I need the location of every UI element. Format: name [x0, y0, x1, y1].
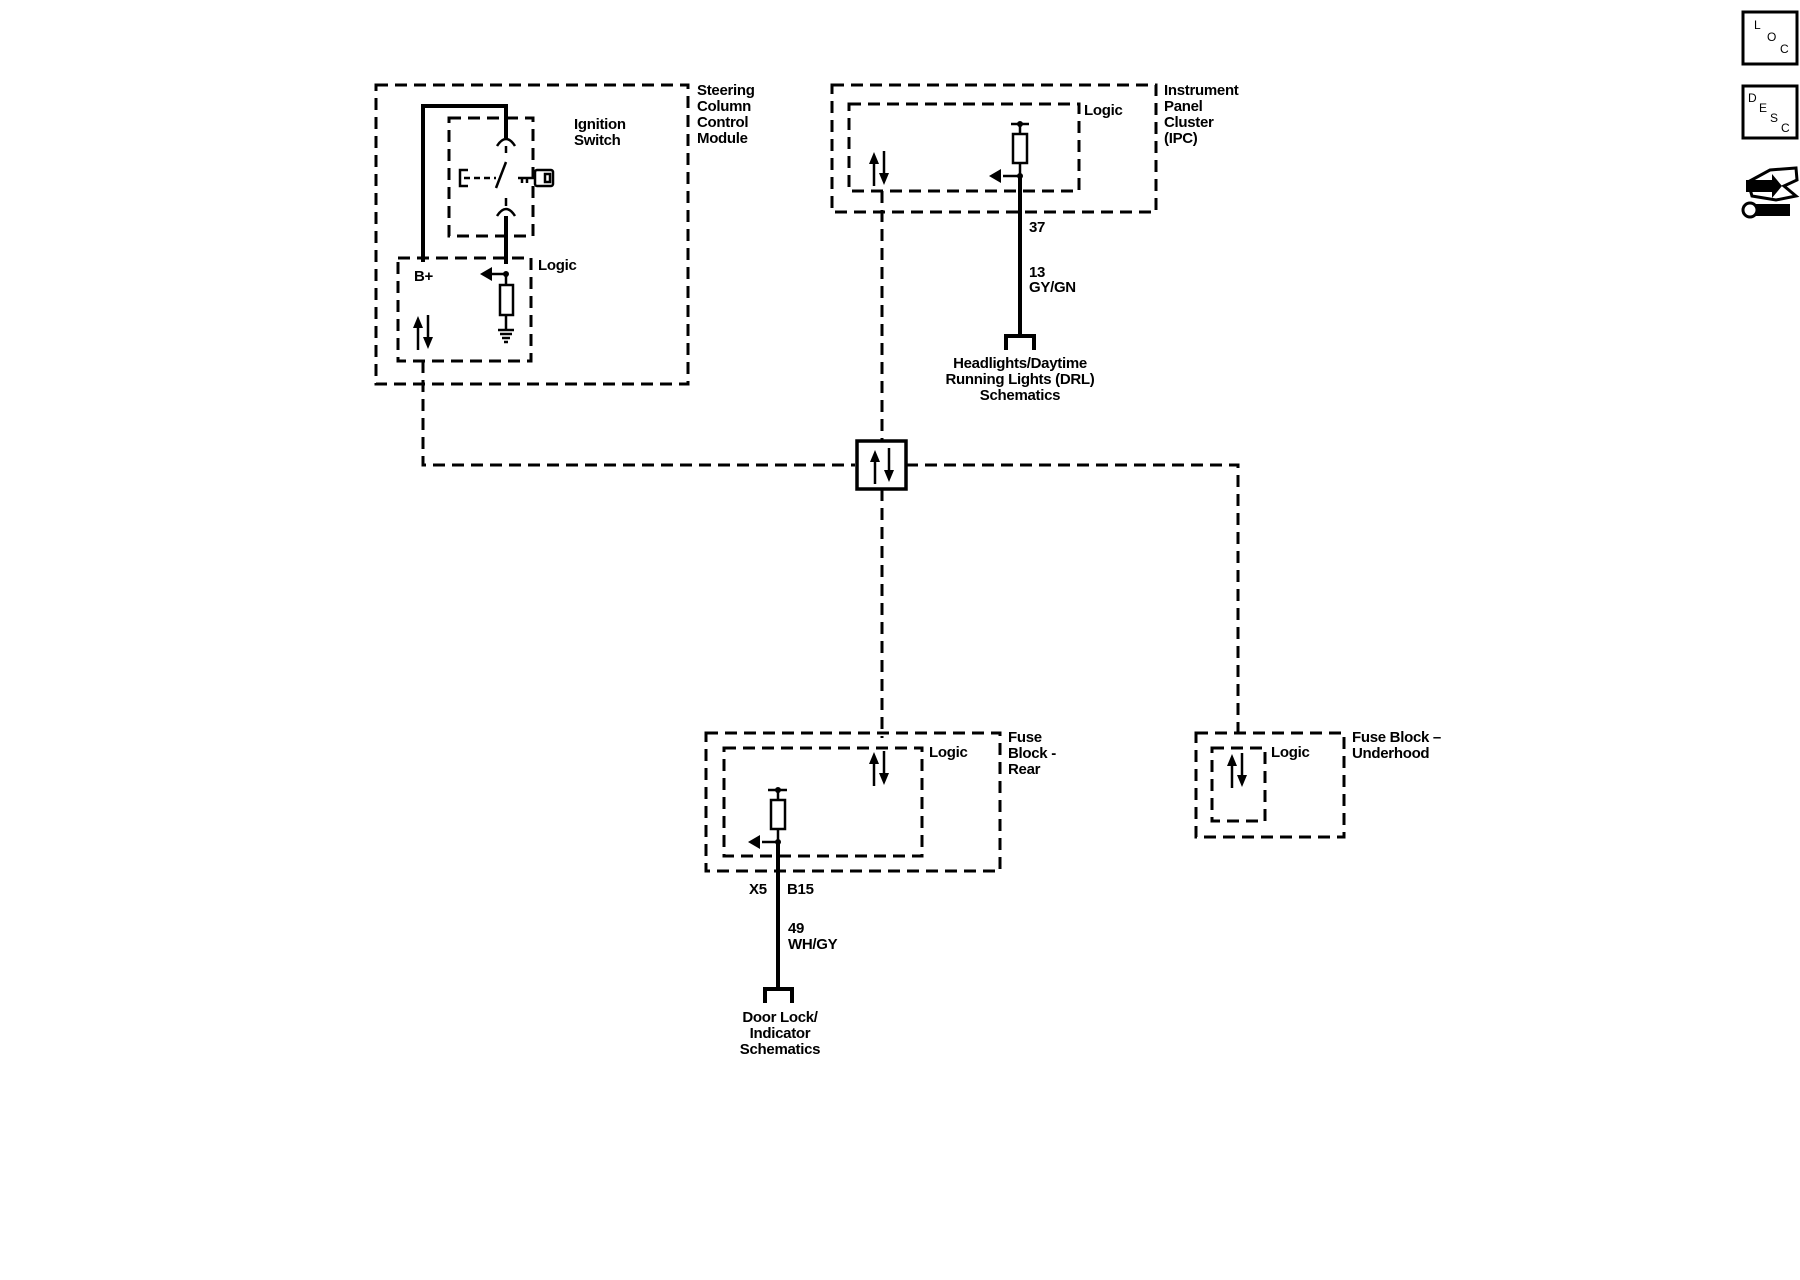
ipc-pullup-resistor — [1011, 132, 1029, 165]
fbr-pin-label: B15 — [787, 881, 814, 898]
headlights-drl-reference[interactable]: Headlights/Daytime Running Lights (DRL) … — [946, 355, 1096, 404]
fuse-block-underhood: Fuse Block – Underhood Logic — [1194, 729, 1441, 839]
scm-serial-data-icon — [411, 313, 435, 352]
ipc-logic-outline — [847, 102, 1081, 193]
scm-outline — [374, 83, 690, 386]
svg-text:O: O — [1767, 30, 1776, 44]
ignition-switch-label-1: Ignition — [574, 116, 626, 133]
headlights-ref-line-1: Headlights/Daytime — [953, 355, 1087, 372]
switch-contact-lower — [495, 207, 517, 217]
input-arrow-icon — [480, 267, 492, 281]
circuit-49-color: WH/GY — [788, 936, 838, 953]
headlights-ref-line-2: Running Lights (DRL) — [946, 371, 1095, 388]
instrument-panel-cluster: Instrument Panel Cluster (IPC) Logic 37 — [830, 82, 1239, 236]
fuse-block-underhood-outline — [1194, 731, 1346, 839]
ipc-logic-label: Logic — [1084, 102, 1123, 119]
desc-icon[interactable]: D E S C — [1741, 84, 1799, 140]
scm-label-1: Steering — [697, 82, 755, 99]
key-icon — [518, 168, 555, 188]
scm-label-2: Column — [697, 98, 751, 115]
ipc-label-2: Panel — [1164, 98, 1203, 115]
fbu-logic-outline — [1210, 746, 1267, 823]
circuit-13-wire — [1004, 176, 1036, 350]
battery-feed-wire — [421, 104, 508, 262]
ipc-label-3: Cluster — [1164, 114, 1214, 131]
fbr-label-3: Rear — [1008, 761, 1041, 778]
switch-arm — [494, 161, 508, 189]
ipc-serial-data-icon — [867, 149, 891, 188]
svg-text:C: C — [1781, 121, 1790, 135]
switch-contact-upper — [495, 137, 517, 147]
ipc-outline — [830, 83, 1158, 214]
svg-text:D: D — [1748, 91, 1757, 105]
fbr-logic-outline — [722, 746, 924, 858]
ignition-switch-label-2: Switch — [574, 132, 621, 149]
steering-column-control-module: Steering Column Control Module Ignition … — [374, 82, 755, 386]
fbr-pullup-resistor — [769, 798, 787, 831]
fbr-label-1: Fuse — [1008, 729, 1042, 746]
loc-icon[interactable]: L O C — [1741, 10, 1799, 66]
fbr-logic-label: Logic — [929, 744, 968, 761]
scm-label-4: Module — [697, 130, 748, 147]
fbr-input-arrow-icon — [748, 835, 760, 849]
doorlock-ref-line-2: Indicator — [750, 1025, 811, 1042]
circuit-49-wire — [763, 842, 794, 1003]
fbr-connector-label: X5 — [749, 881, 767, 898]
ipc-pin-label: 37 — [1029, 219, 1045, 236]
fbu-label-2: Underhood — [1352, 745, 1429, 762]
svg-text:C: C — [1780, 42, 1789, 56]
headlights-ref-line-3: Schematics — [980, 387, 1060, 404]
scm-label-3: Control — [697, 114, 748, 131]
serial-data-bus — [421, 191, 1240, 738]
fbu-label-1: Fuse Block – — [1352, 729, 1441, 746]
ipc-label-4: (IPC) — [1164, 130, 1198, 147]
svg-text:S: S — [1770, 111, 1778, 125]
fbu-serial-data-icon — [1225, 751, 1249, 790]
doorlock-ref-line-1: Door Lock/ — [742, 1009, 818, 1026]
scm-logic-outline — [396, 256, 533, 363]
ipc-label-1: Instrument — [1164, 82, 1239, 99]
fuse-block-rear: Fuse Block - Rear Logic X5 B15 — [704, 729, 1057, 898]
svg-text:E: E — [1759, 101, 1767, 115]
hand-wrench-icon[interactable] — [1741, 166, 1800, 219]
b-plus-label: B+ — [414, 268, 434, 285]
door-lock-indicator-reference[interactable]: Door Lock/ Indicator Schematics — [740, 1009, 821, 1058]
svg-text:L: L — [1754, 18, 1761, 32]
ipc-input-arrow-icon — [989, 169, 1001, 183]
fbr-serial-data-icon — [867, 749, 891, 788]
pulldown-resistor — [498, 283, 515, 317]
circuit-49-number: 49 — [788, 920, 804, 937]
serial-data-splice-icon — [855, 439, 908, 491]
circuit-13-color: GY/GN — [1029, 279, 1076, 296]
fbu-logic-label: Logic — [1271, 744, 1310, 761]
doorlock-ref-line-3: Schematics — [740, 1041, 820, 1058]
circuit-13-number: 13 — [1029, 264, 1045, 281]
fbr-label-2: Block - — [1008, 745, 1056, 762]
fuse-block-rear-outline — [704, 731, 1002, 873]
ground-icon — [498, 328, 514, 344]
scm-logic-label: Logic — [538, 257, 577, 274]
